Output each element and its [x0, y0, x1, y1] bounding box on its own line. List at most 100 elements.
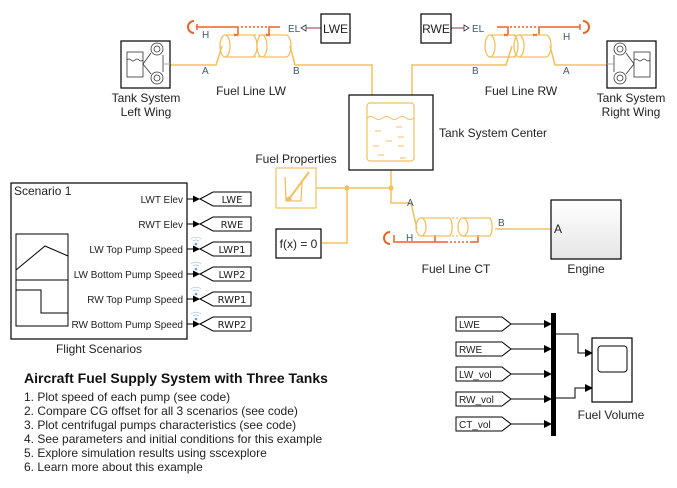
fuel-ct-port-b: B	[498, 218, 505, 229]
scenario-output-label: RW Bottom Pump Speed	[71, 320, 183, 331]
fuel-lw-port-a: A	[202, 66, 209, 77]
solver-configuration-block[interactable]: f(x) = 0	[275, 228, 322, 259]
scenario-output-label: RWT Elev	[138, 220, 183, 231]
el-port-icon	[300, 24, 307, 32]
signal-logging-icon	[190, 261, 202, 271]
goto-label: RWE	[221, 220, 244, 231]
fuel-rw-port-b: B	[472, 66, 479, 77]
goto-label: LWP2	[219, 270, 246, 281]
goto-label: LWP1	[219, 245, 246, 256]
scenario-preview-icon	[15, 233, 69, 327]
annotation-link[interactable]: 5. Explore simulation results using ssce…	[24, 446, 267, 460]
tank-center-label: Tank System Center	[439, 126, 547, 140]
scenario-output-label: RW Top Pump Speed	[87, 295, 183, 306]
fuel-rw-port-h: H	[563, 32, 570, 43]
fuel-ct-port-a: A	[407, 198, 414, 209]
annotation-link[interactable]: 6. Learn more about this example	[24, 460, 203, 474]
fuel-lw-port-el: EL	[288, 24, 301, 35]
diagram-title: Aircraft Fuel Supply System with Three T…	[24, 370, 328, 386]
fuel-properties-label: Fuel Properties	[255, 152, 336, 166]
engine-port-a: A	[554, 222, 562, 236]
signal-mux-to-scope-1	[556, 333, 593, 357]
fuel-line-lw[interactable]	[187, 20, 292, 58]
signal-logging-icon	[190, 311, 202, 321]
goto-label: RWP1	[218, 295, 247, 306]
from-label: CT_vol	[459, 420, 491, 431]
mux-block[interactable]	[551, 313, 556, 436]
scope-label: Fuel Volume	[578, 408, 645, 422]
from-lwe-label: LWE	[323, 22, 348, 36]
goto-tag-lwp2[interactable]: LWP2	[198, 266, 252, 282]
scenario-output-label: LWT Elev	[141, 195, 183, 206]
from-rwe-label: RWE	[422, 22, 450, 36]
arrow-icon	[193, 245, 200, 253]
goto-tag-lwe[interactable]: LWE	[198, 191, 252, 207]
line-fuelRW-to-tankRW[interactable]	[549, 45, 608, 66]
from-tag-lwe[interactable]: LWE	[455, 316, 512, 332]
fuel-line-ct-label: Fuel Line CT	[422, 262, 491, 276]
from-block-rwe[interactable]: RWE	[420, 13, 452, 44]
line-tankLW-to-fuelLW[interactable]	[170, 45, 223, 66]
fuel-properties-block[interactable]	[275, 167, 317, 209]
arrow-icon	[193, 270, 200, 278]
fuel-lw-port-b: B	[293, 66, 300, 77]
goto-tag-rwe[interactable]: RWE	[198, 216, 252, 232]
signal-logging-icon	[190, 236, 202, 246]
solver-label: f(x) = 0	[280, 237, 318, 251]
annotation-panel: Aircraft Fuel Supply System with Three T…	[24, 370, 328, 474]
fuel-line-lw-label: Fuel Line LW	[216, 84, 286, 98]
el-port-icon	[463, 24, 470, 32]
tank-right-label-1: Tank System	[597, 91, 666, 105]
scenario-name: Scenario 1	[14, 184, 72, 198]
scope-block[interactable]	[591, 337, 633, 403]
tank-system-center[interactable]	[348, 94, 434, 171]
from-label: RWE	[459, 345, 482, 356]
goto-label: LWE	[222, 195, 243, 206]
annotation-link[interactable]: 3. Plot centrifugal pumps characteristic…	[24, 418, 297, 432]
signal-logging-icon	[190, 286, 202, 296]
junction-dot	[344, 185, 350, 191]
junction-dot	[388, 185, 394, 191]
line-center-to-fuelCT[interactable]	[390, 188, 418, 230]
annotation-link[interactable]: 2. Compare CG offset for all 3 scenarios…	[24, 404, 298, 418]
from-label: LW_vol	[459, 370, 492, 381]
signal-mux-to-scope-2	[556, 384, 593, 399]
goto-tag-lwp1[interactable]: LWP1	[198, 241, 252, 257]
scenario-output-label: LW Bottom Pump Speed	[74, 270, 183, 281]
arrow-icon	[193, 320, 200, 328]
fuel-lw-port-h: H	[202, 30, 209, 41]
fuel-rw-port-a: A	[563, 66, 570, 77]
from-label: RW_vol	[459, 395, 494, 406]
engine-label: Engine	[567, 262, 605, 276]
tank-system-left-wing[interactable]	[120, 40, 171, 89]
tank-left-label-2: Left Wing	[121, 105, 172, 119]
line-solver[interactable]	[322, 188, 348, 244]
line-fuelLW-to-center[interactable]	[289, 45, 373, 102]
from-block-lwe[interactable]: LWE	[320, 13, 351, 44]
fuel-line-rw-label: Fuel Line RW	[485, 84, 558, 98]
from-tag-ct-vol[interactable]: CT_vol	[455, 416, 512, 432]
fluid-connections	[170, 45, 608, 244]
from-tag-lw-vol[interactable]: LW_vol	[455, 366, 512, 382]
from-tag-rw-vol[interactable]: RW_vol	[455, 391, 512, 407]
annotation-link[interactable]: 1. Plot speed of each pump (see code)	[24, 390, 231, 404]
from-label: LWE	[459, 320, 480, 331]
arrow-icon	[193, 195, 200, 203]
arrow-icon	[193, 220, 200, 228]
line-fuelRW-to-center[interactable]	[411, 45, 513, 102]
goto-tag-rwp2[interactable]: RWP2	[198, 316, 252, 332]
fuel-line-rw[interactable]	[484, 20, 590, 58]
goto-tag-rwp1[interactable]: RWP1	[198, 291, 252, 307]
scenario-output-label: LW Top Pump Speed	[89, 245, 183, 256]
flight-scenarios-label: Flight Scenarios	[56, 342, 142, 356]
from-tag-rwe[interactable]: RWE	[455, 341, 512, 357]
arrow-icon	[193, 295, 200, 303]
engine-block[interactable]: A	[550, 199, 622, 260]
tank-system-right-wing[interactable]	[606, 40, 657, 89]
tank-left-label-1: Tank System	[112, 91, 181, 105]
tank-right-label-2: Right Wing	[602, 105, 661, 119]
fuel-line-ct[interactable]	[383, 217, 493, 245]
fuel-ct-port-h: H	[406, 233, 413, 244]
annotation-link[interactable]: 4. See parameters and initial conditions…	[24, 432, 323, 446]
